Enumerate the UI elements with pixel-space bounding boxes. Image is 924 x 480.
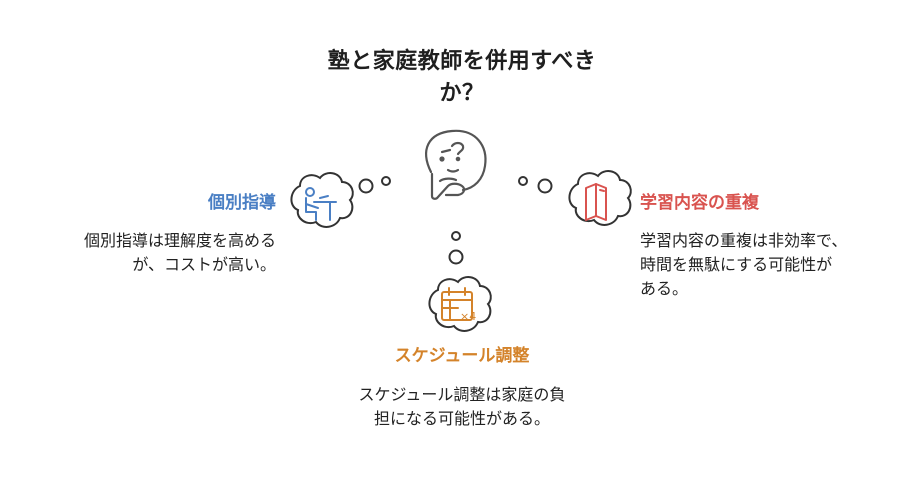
thinking-face-icon	[425, 129, 487, 200]
page-title: 塾と家庭教師を併用すべき か？	[262, 46, 662, 110]
desc-left-line-1: 個別指導は理解度を高める	[83, 231, 276, 250]
heading-schedule-adjustment: スケジュール調整	[394, 346, 530, 366]
desc-schedule-adjustment: スケジュール調整は家庭の負 担になる可能性がある。	[300, 383, 624, 431]
cloud-left	[290, 172, 354, 228]
desc-individual-instruction: 個別指導は理解度を高める が、コストが高い。	[22, 229, 276, 277]
desc-content-overlap: 学習内容の重複は非効率で、 時間を無駄にする可能性が ある。	[640, 229, 912, 301]
desc-right-line-2: 時間を無駄にする可能性が	[640, 255, 833, 274]
desc-left-line-2: が、コストが高い。	[132, 255, 276, 274]
book-icon	[585, 183, 607, 221]
desc-bottom-line-1: スケジュール調整は家庭の負	[358, 385, 566, 404]
cloud-bottom: ×4	[428, 276, 492, 332]
cloud-right	[568, 170, 632, 226]
thought-dots-bottom	[448, 231, 464, 265]
title-line-1: 塾と家庭教師を併用すべき	[327, 49, 597, 74]
thought-dots-left	[358, 176, 391, 194]
heading-individual-instruction: 個別指導	[208, 193, 276, 213]
title-line-2: か？	[439, 81, 485, 106]
calendar-icon	[441, 287, 473, 321]
heading-content-overlap: 学習内容の重複	[640, 193, 759, 213]
desc-right-line-1: 学習内容の重複は非効率で、	[640, 231, 848, 250]
student-desk-icon	[305, 187, 337, 221]
calendar-icon-label: ×4	[460, 310, 476, 323]
desc-right-line-3: ある。	[640, 279, 689, 298]
thought-dots-right	[518, 176, 553, 194]
desc-bottom-line-2: 担になる可能性がある。	[373, 409, 550, 428]
